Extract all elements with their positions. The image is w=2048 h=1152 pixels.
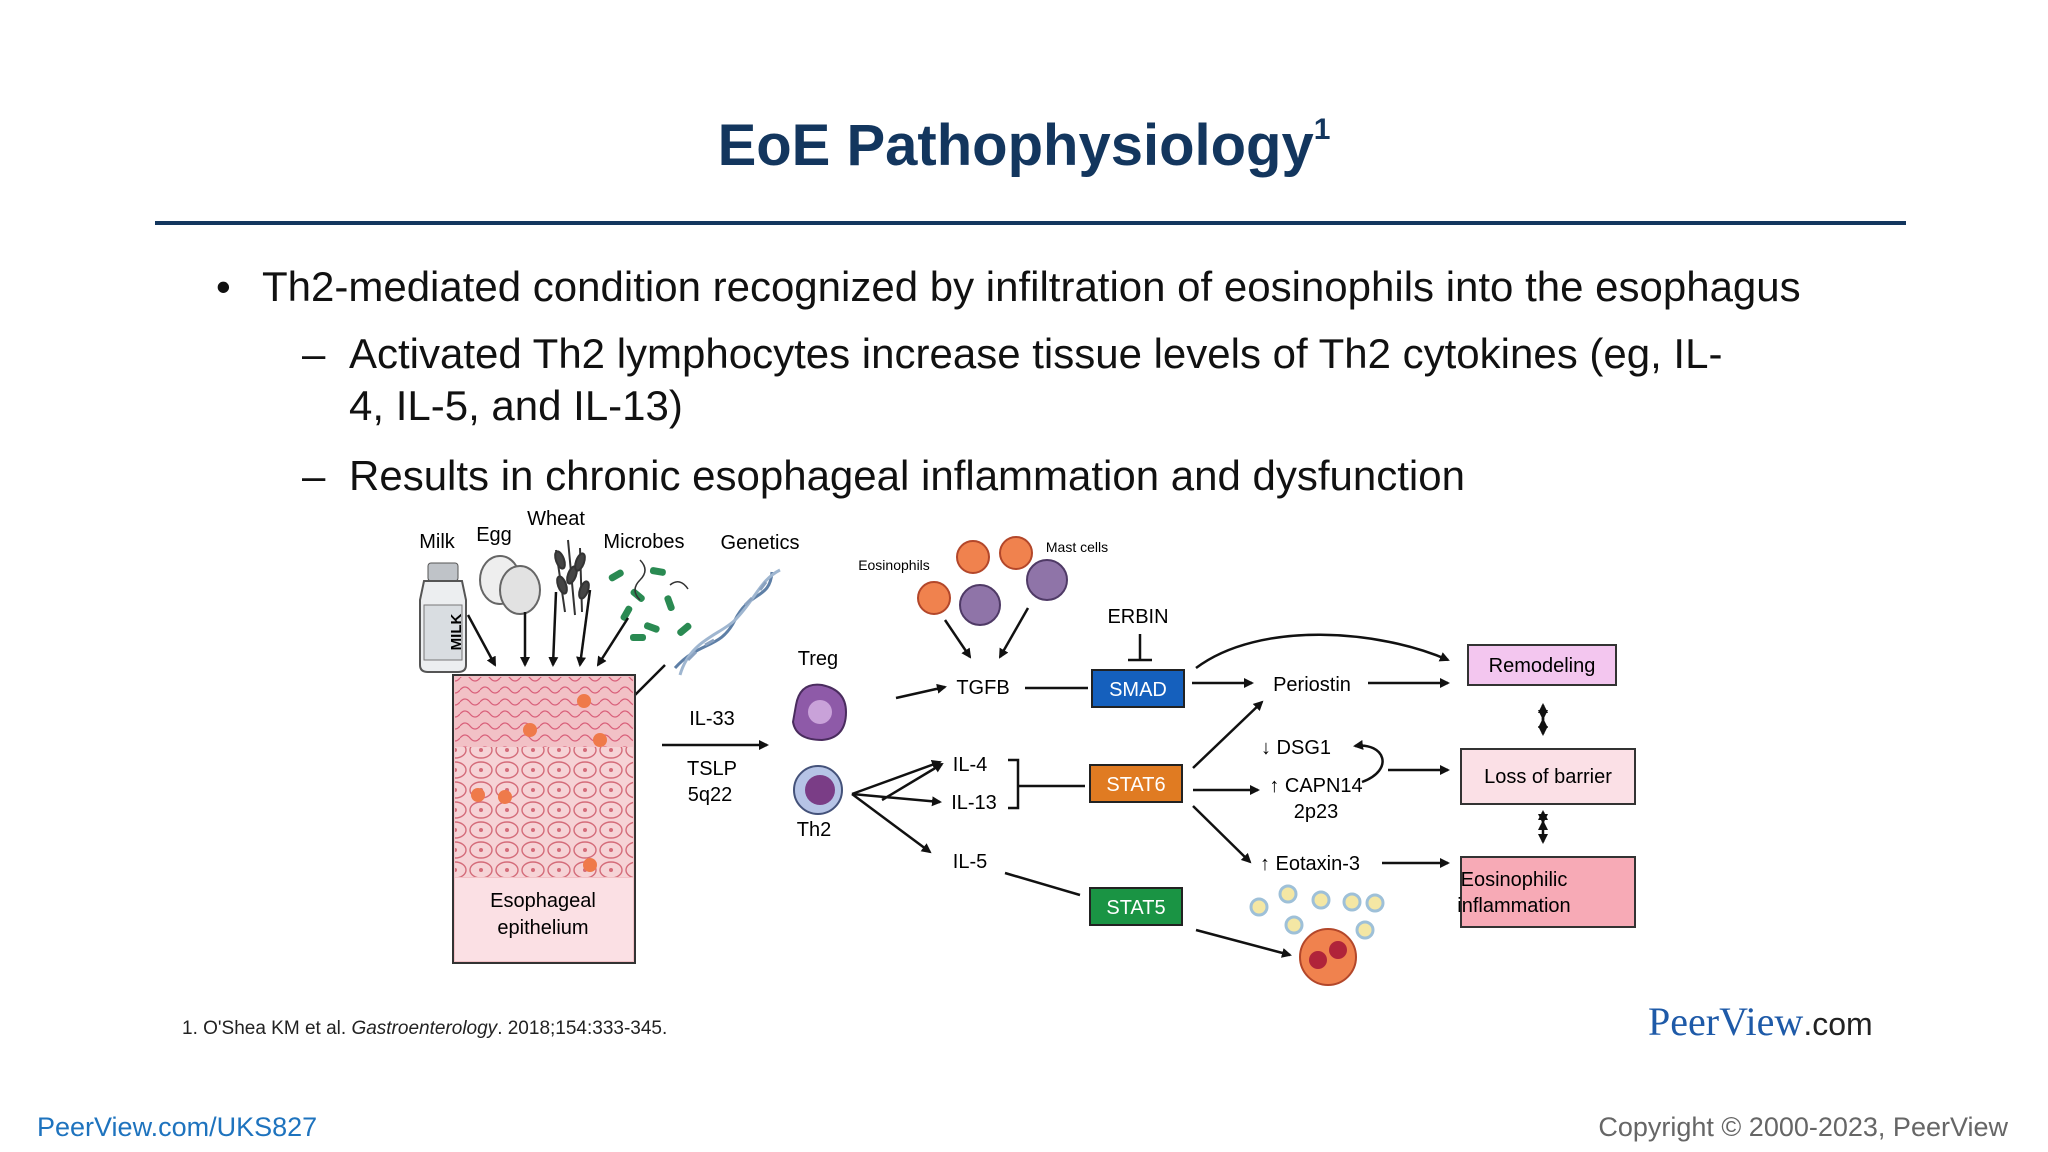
egg-icon xyxy=(479,555,541,615)
bullet-list: • Th2-mediated condition recognized by i… xyxy=(0,0,2048,520)
peerview-logo: PeerView.com xyxy=(1648,998,1873,1045)
stat6-box xyxy=(1089,764,1183,803)
locus-2p23-label: 2p23 xyxy=(1294,801,1339,823)
slide-title-text: EoE Pathophysiology xyxy=(717,113,1314,178)
eotaxin-granules-icon xyxy=(1249,884,1385,940)
trigger-wheat-label: Wheat xyxy=(527,508,585,530)
epithelium-label-line1: Esophageal xyxy=(490,890,596,912)
dna-helix-icon xyxy=(673,568,781,676)
milk-bottle-text: MILK xyxy=(448,614,465,651)
il4-il13-bracket xyxy=(1004,758,1085,897)
trigger-genetics-label: Genetics xyxy=(721,532,800,554)
treg-cell-icon xyxy=(791,683,848,742)
th2-label: Th2 xyxy=(797,819,831,841)
treg-label: Treg xyxy=(798,648,838,670)
il13-label: IL-13 xyxy=(951,792,997,814)
erbin-inhibition xyxy=(1128,634,1152,662)
esophageal-epithelium: Esophageal epithelium xyxy=(452,674,636,964)
eosinophilic-inflammation-box xyxy=(1460,856,1636,928)
title-footnote-marker: 1 xyxy=(1313,112,1331,146)
smad-box xyxy=(1091,669,1185,708)
sub-bullet-marker: – xyxy=(302,452,326,499)
capn14-label: ↑ CAPN14 xyxy=(1269,775,1362,797)
smad-label: SMAD xyxy=(1109,679,1167,701)
eosinophilic-inflammation-line2: inflammation xyxy=(1457,895,1570,917)
stat5-label: STAT5 xyxy=(1106,897,1165,919)
eosinophilic-inflammation-line1: Eosinophilic xyxy=(1461,869,1568,891)
tslp-label: TSLP xyxy=(687,758,737,780)
epithelium-label-line2: epithelium xyxy=(497,917,588,939)
peerview-logo-name: PeerView xyxy=(1648,999,1804,1044)
il33-label: IL-33 xyxy=(689,708,735,730)
peerview-logo-domain: .com xyxy=(1803,1006,1873,1042)
il5-label: IL-5 xyxy=(953,851,987,873)
remodeling-box xyxy=(1467,644,1617,686)
tgfb-label: TGFB xyxy=(956,677,1009,699)
eotaxin3-label: ↑ Eotaxin-3 xyxy=(1260,853,1360,875)
reference-prefix: 1. O'Shea KM et al. xyxy=(182,1018,352,1039)
periostin-label: Periostin xyxy=(1273,674,1351,696)
reference-suffix: . 2018;154:333-345. xyxy=(497,1018,668,1039)
eosinophil-icon xyxy=(1299,928,1357,986)
sub-bullet-marker: – xyxy=(302,330,326,377)
copyright-notice: Copyright © 2000-2023, PeerView xyxy=(1598,1112,2008,1142)
stat6-label: STAT6 xyxy=(1106,774,1165,796)
il4-label: IL-4 xyxy=(953,754,987,776)
dsg1-label: ↓ DSG1 xyxy=(1261,737,1331,759)
sub-bullet-inflammation: Results in chronic esophageal inflammati… xyxy=(349,452,1465,499)
mediator-arrows xyxy=(1192,633,1450,958)
bullet-marker: • xyxy=(216,263,231,310)
trigger-milk-label: Milk xyxy=(419,531,456,553)
stat5-box xyxy=(1089,887,1183,926)
th2-cytokine-arrows xyxy=(851,760,944,854)
milk-bottle-icon: MILK xyxy=(419,562,467,673)
slide-title: EoE Pathophysiology1 xyxy=(0,112,2048,179)
th2-cell-icon xyxy=(793,765,843,815)
mast-cells-label: Mast cells xyxy=(1046,539,1108,555)
microbes-icon xyxy=(608,559,692,641)
wheat-icon xyxy=(554,539,590,616)
trigger-microbes-label: Microbes xyxy=(603,531,684,553)
loss-of-barrier-label: Loss of barrier xyxy=(1484,766,1612,788)
erbin-label: ERBIN xyxy=(1107,606,1168,628)
locus-5q22-label: 5q22 xyxy=(688,784,733,806)
title-divider xyxy=(155,221,1906,225)
reference-journal: Gastroenterology xyxy=(351,1018,498,1039)
cell-arrows xyxy=(895,607,1030,700)
reference-citation: 1. O'Shea KM et al. Gastroenterology. 20… xyxy=(182,1018,667,1040)
eosinophils-label: Eosinophils xyxy=(858,557,930,573)
trigger-egg-label: Egg xyxy=(476,524,512,546)
loss-of-barrier-box xyxy=(1460,748,1636,805)
footer-link[interactable]: PeerView.com/UKS827 xyxy=(37,1112,318,1142)
remodeling-label: Remodeling xyxy=(1489,655,1596,677)
eosinophil-cluster-icon xyxy=(917,536,1068,626)
bullet-main: Th2-mediated condition recognized by inf… xyxy=(262,263,1801,310)
sub-bullet-th2-cytokines: Activated Th2 lymphocytes increase tissu… xyxy=(349,330,1723,429)
